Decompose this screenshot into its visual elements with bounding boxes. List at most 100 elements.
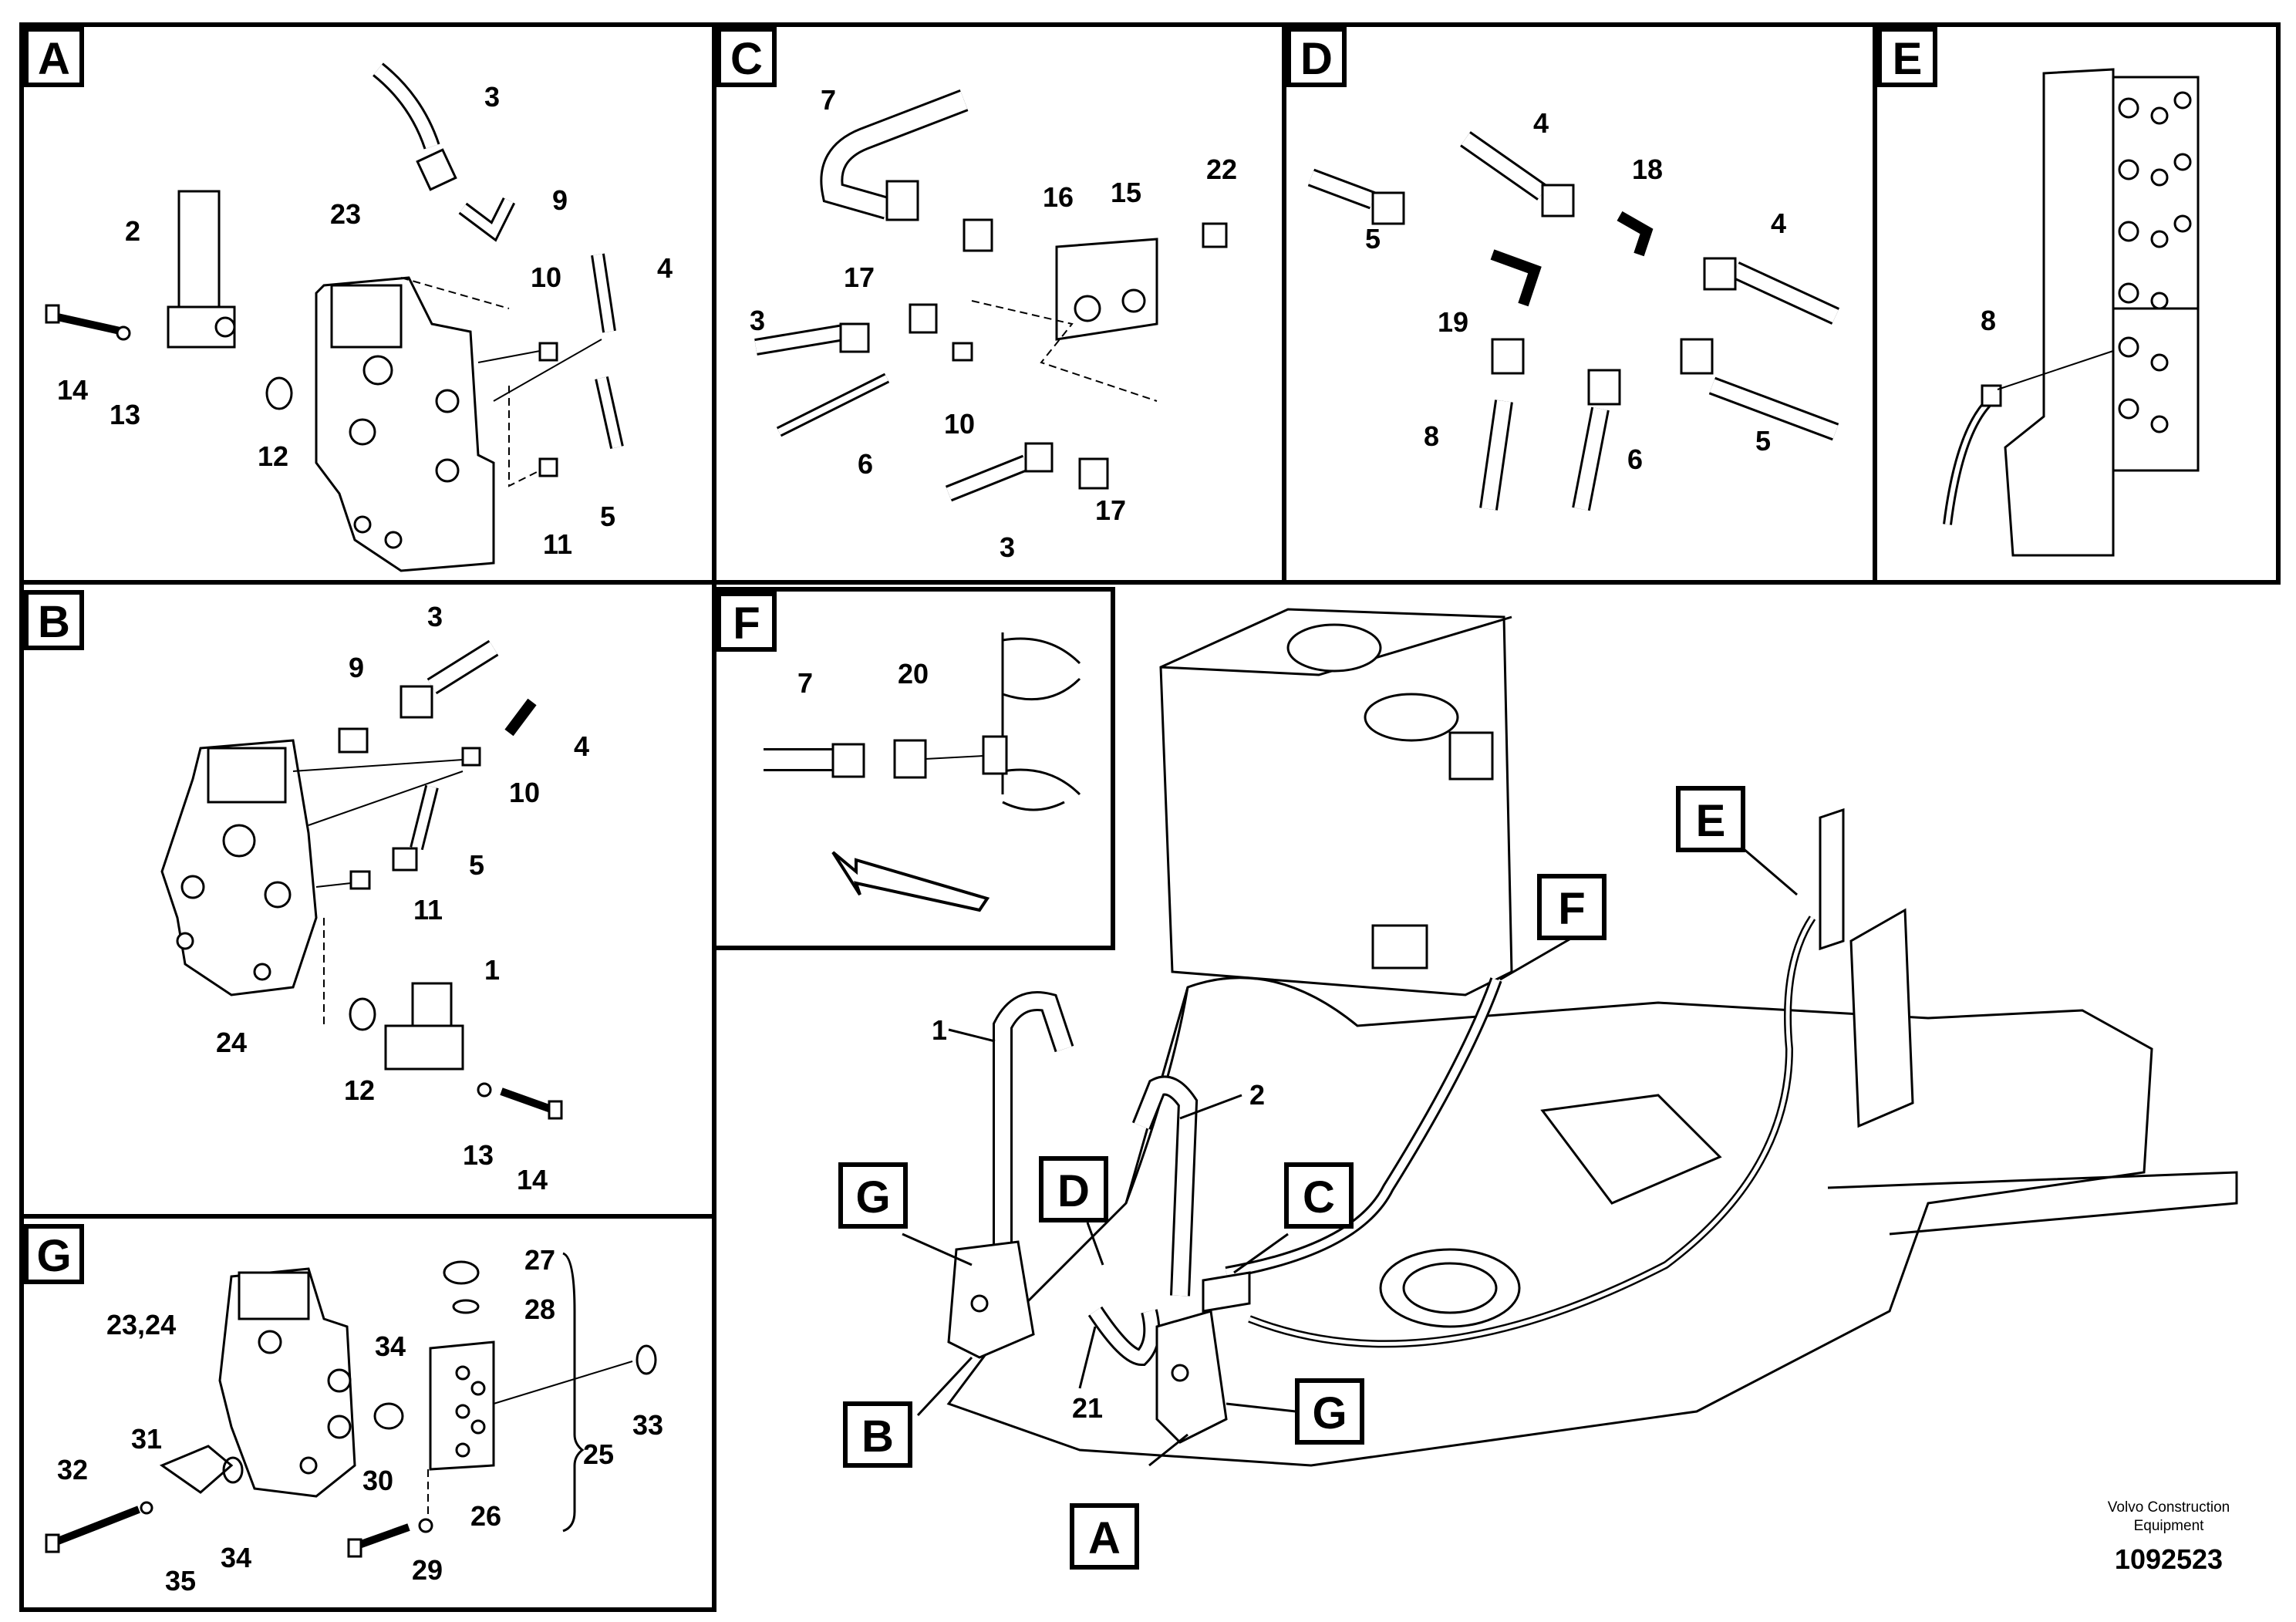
svg-text:32: 32 bbox=[57, 1454, 88, 1485]
panel-a-illustration bbox=[45, 62, 624, 572]
svg-text:1: 1 bbox=[932, 1014, 947, 1046]
panel-g-illustration bbox=[45, 1252, 657, 1558]
svg-text:8: 8 bbox=[1981, 305, 1996, 336]
svg-text:12: 12 bbox=[258, 440, 288, 472]
panel-d-callouts: 4 18 4 5 19 5 8 6 bbox=[1365, 107, 1786, 475]
svg-text:2: 2 bbox=[125, 215, 140, 247]
svg-text:30: 30 bbox=[362, 1465, 393, 1496]
svg-text:8: 8 bbox=[1424, 420, 1439, 452]
drawing-number: 1092523 bbox=[2115, 1543, 2223, 1575]
svg-text:F: F bbox=[733, 599, 760, 649]
svg-text:A: A bbox=[38, 34, 70, 84]
svg-text:4: 4 bbox=[574, 730, 589, 762]
svg-text:16: 16 bbox=[1043, 181, 1074, 213]
svg-text:27: 27 bbox=[524, 1244, 555, 1276]
panel-tag-g: G bbox=[24, 1224, 84, 1284]
svg-text:F: F bbox=[1558, 884, 1585, 934]
overview-illustration bbox=[946, 608, 2238, 1467]
svg-text:Equipment: Equipment bbox=[2134, 1518, 2205, 1534]
svg-text:3: 3 bbox=[427, 601, 443, 632]
svg-text:7: 7 bbox=[821, 84, 836, 116]
svg-text:2: 2 bbox=[1249, 1079, 1265, 1111]
panel-frames bbox=[19, 22, 2281, 1612]
svg-text:4: 4 bbox=[657, 252, 673, 284]
svg-text:12: 12 bbox=[344, 1074, 375, 1106]
panel-tag-d: D bbox=[1286, 27, 1347, 87]
panel-tag-b: B bbox=[24, 590, 84, 650]
svg-text:21: 21 bbox=[1072, 1392, 1103, 1424]
svg-text:10: 10 bbox=[509, 777, 540, 808]
svg-text:23: 23 bbox=[330, 198, 361, 230]
svg-text:24: 24 bbox=[216, 1027, 247, 1058]
svg-text:5: 5 bbox=[469, 849, 484, 881]
panel-tag-a: A bbox=[24, 27, 84, 87]
svg-text:6: 6 bbox=[1627, 443, 1643, 475]
svg-text:11: 11 bbox=[543, 528, 572, 560]
svg-text:1: 1 bbox=[484, 954, 500, 986]
svg-text:22: 22 bbox=[1206, 153, 1237, 185]
svg-text:B: B bbox=[861, 1411, 894, 1462]
svg-text:5: 5 bbox=[600, 501, 615, 532]
overview-tag-e: E bbox=[1676, 786, 1745, 852]
svg-text:C: C bbox=[730, 34, 763, 84]
svg-text:3: 3 bbox=[1000, 531, 1015, 563]
overview-tag-g-right: G bbox=[1295, 1378, 1364, 1445]
svg-text:B: B bbox=[38, 597, 70, 647]
svg-text:28: 28 bbox=[524, 1293, 555, 1325]
svg-text:17: 17 bbox=[1095, 494, 1126, 526]
overview-leaders bbox=[902, 847, 1798, 1467]
svg-text:G: G bbox=[36, 1231, 71, 1281]
overview-tag-c: C bbox=[1284, 1162, 1354, 1229]
svg-text:33: 33 bbox=[632, 1409, 663, 1441]
panel-tag-e: E bbox=[1877, 27, 1937, 87]
panel-f-callouts: 7 20 bbox=[797, 658, 929, 699]
panel-g-callouts: 27 28 23,24 34 25 33 31 32 30 26 35 34 2… bbox=[57, 1244, 663, 1597]
panel-c-illustration bbox=[754, 89, 1228, 502]
svg-text:5: 5 bbox=[1755, 425, 1771, 457]
panel-b-illustration bbox=[160, 639, 563, 1120]
svg-text:3: 3 bbox=[750, 305, 765, 336]
svg-text:10: 10 bbox=[531, 261, 561, 293]
svg-text:19: 19 bbox=[1438, 306, 1468, 338]
svg-text:9: 9 bbox=[552, 184, 568, 216]
svg-text:5: 5 bbox=[1365, 223, 1381, 255]
svg-text:35: 35 bbox=[165, 1565, 196, 1597]
panel-f-illustration bbox=[764, 632, 1081, 912]
svg-text:11: 11 bbox=[413, 894, 443, 926]
footer-block: Volvo Construction Equipment 1092523 bbox=[2108, 1499, 2230, 1575]
svg-text:4: 4 bbox=[1533, 107, 1549, 139]
overview-tag-d: D bbox=[1039, 1156, 1108, 1222]
panel-b-callouts: 3 9 4 10 5 11 1 24 12 13 14 bbox=[216, 601, 589, 1195]
svg-text:Volvo Construction: Volvo Construction bbox=[2108, 1499, 2230, 1516]
svg-text:34: 34 bbox=[221, 1542, 251, 1573]
svg-text:6: 6 bbox=[858, 448, 873, 480]
svg-text:25: 25 bbox=[583, 1438, 614, 1470]
svg-text:13: 13 bbox=[110, 399, 140, 430]
svg-text:3: 3 bbox=[484, 81, 500, 113]
svg-text:17: 17 bbox=[844, 261, 875, 293]
svg-text:9: 9 bbox=[349, 652, 364, 683]
overview-callouts: 1 2 21 bbox=[932, 1014, 1265, 1424]
svg-text:E: E bbox=[1696, 796, 1726, 846]
overview-tag-a: A bbox=[1070, 1503, 1139, 1570]
svg-text:13: 13 bbox=[463, 1139, 494, 1171]
panel-e-illustration bbox=[1943, 68, 2200, 557]
svg-text:4: 4 bbox=[1771, 207, 1786, 239]
svg-text:D: D bbox=[1300, 34, 1333, 84]
panel-tag-f: F bbox=[716, 592, 777, 652]
svg-text:20: 20 bbox=[898, 658, 929, 690]
overview-tag-f: F bbox=[1537, 874, 1607, 940]
svg-text:31: 31 bbox=[131, 1423, 162, 1455]
svg-text:10: 10 bbox=[944, 408, 975, 440]
overview-tag-g-left: G bbox=[838, 1162, 908, 1229]
svg-text:C: C bbox=[1303, 1172, 1335, 1222]
svg-text:A: A bbox=[1088, 1513, 1121, 1563]
svg-text:7: 7 bbox=[797, 667, 813, 699]
svg-text:G: G bbox=[1312, 1388, 1347, 1438]
panel-d-illustration bbox=[1307, 131, 1840, 511]
panel-a-callouts: 3 9 2 23 10 4 14 13 12 11 5 bbox=[57, 81, 673, 560]
svg-text:14: 14 bbox=[517, 1164, 548, 1195]
svg-text:29: 29 bbox=[412, 1554, 443, 1586]
svg-text:34: 34 bbox=[375, 1330, 406, 1362]
